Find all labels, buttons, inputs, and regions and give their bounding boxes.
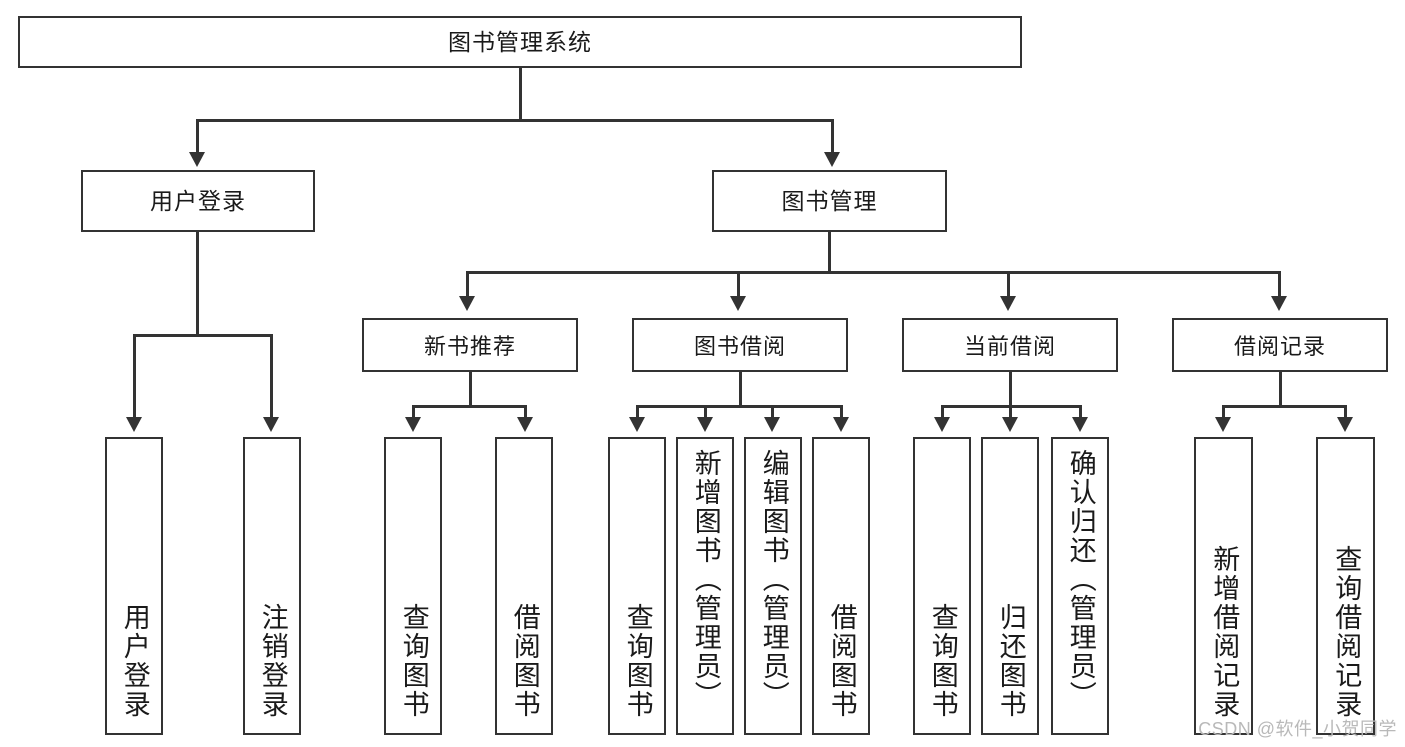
arrowhead-to-leaf-add-book	[697, 417, 713, 432]
arrowhead-to-leaf-edit-book	[764, 417, 780, 432]
connector-book-manage-drop-4	[1278, 271, 1281, 297]
node-leaf-query-book-3[interactable]: 查询图书	[913, 437, 971, 735]
node-label: 图书管理	[781, 187, 878, 214]
node-leaf-query-record[interactable]: 查询借阅记录	[1316, 437, 1375, 735]
node-label: 借阅记录	[1233, 334, 1326, 359]
connector-borrow-record-drop-1	[1222, 405, 1225, 418]
arrowhead-to-leaf-query-record	[1337, 417, 1353, 432]
node-label: 图书借阅	[693, 334, 786, 359]
connector-user-login-drop-2	[270, 334, 273, 418]
arrowhead-to-leaf-add-record	[1215, 417, 1231, 432]
arrowhead-to-leaf-borrow-book-1	[517, 417, 533, 432]
arrowhead-to-leaf-user-login	[126, 417, 142, 432]
connector-book-manage-stem	[828, 232, 831, 272]
node-label: 编辑图书（管理员）	[758, 449, 789, 710]
node-label: 查询图书	[927, 603, 958, 719]
arrowhead-to-borrow-record	[1271, 296, 1287, 311]
connector-new-book-stem	[469, 372, 472, 406]
connector-current-borrow-drop-2	[1009, 405, 1012, 418]
node-label: 查询借阅记录	[1331, 545, 1362, 719]
node-current-borrow[interactable]: 当前借阅	[902, 318, 1118, 372]
node-label: 查询图书	[398, 603, 429, 719]
arrowhead-to-leaf-user-logout	[263, 417, 279, 432]
node-leaf-return-book[interactable]: 归还图书	[981, 437, 1039, 735]
arrowhead-to-leaf-borrow-book-2	[833, 417, 849, 432]
arrowhead-to-user-login	[189, 152, 205, 167]
connector-root-drop-right	[831, 119, 834, 153]
connector-root-bus	[196, 119, 833, 122]
connector-new-book-bus	[412, 405, 526, 408]
connector-user-login-drop-1	[133, 334, 136, 418]
connector-book-manage-drop-3	[1007, 271, 1010, 297]
arrowhead-to-book-manage	[824, 152, 840, 167]
arrowhead-to-leaf-query-book-1	[405, 417, 421, 432]
node-label: 借阅图书	[509, 603, 540, 719]
connector-book-borrow-drop-1	[636, 405, 639, 418]
node-leaf-user-logout[interactable]: 注销登录	[243, 437, 301, 735]
node-leaf-add-record[interactable]: 新增借阅记录	[1194, 437, 1253, 735]
node-label: 归还图书	[995, 603, 1026, 719]
node-label: 新增图书（管理员）	[690, 449, 721, 710]
connector-new-book-drop-1	[412, 405, 415, 418]
arrowhead-to-leaf-return-book	[1002, 417, 1018, 432]
connector-book-borrow-drop-3	[771, 405, 774, 418]
node-label: 确认归还（管理员）	[1065, 449, 1096, 710]
node-leaf-borrow-book-1[interactable]: 借阅图书	[495, 437, 553, 735]
node-root-book-management-system[interactable]: 图书管理系统	[18, 16, 1022, 68]
node-label: 当前借阅	[963, 334, 1056, 359]
arrowhead-to-leaf-confirm-return	[1072, 417, 1088, 432]
arrowhead-to-new-book-recommend	[459, 296, 475, 311]
connector-current-borrow-stem	[1009, 372, 1012, 406]
node-label: 新增借阅记录	[1209, 545, 1240, 719]
node-label: 图书管理系统	[448, 28, 592, 55]
node-leaf-edit-book[interactable]: 编辑图书（管理员）	[744, 437, 802, 735]
node-leaf-query-book-1[interactable]: 查询图书	[384, 437, 442, 735]
connector-book-manage-bus	[466, 271, 1280, 274]
node-label: 查询图书	[622, 603, 653, 719]
node-leaf-user-login[interactable]: 用户登录	[105, 437, 163, 735]
connector-root-stem	[519, 68, 522, 119]
connector-user-login-stem	[196, 232, 199, 335]
connector-root-drop-left	[196, 119, 199, 153]
connector-borrow-record-bus	[1222, 405, 1346, 408]
node-leaf-borrow-book-2[interactable]: 借阅图书	[812, 437, 870, 735]
connector-current-borrow-drop-1	[941, 405, 944, 418]
node-leaf-confirm-return[interactable]: 确认归还（管理员）	[1051, 437, 1109, 735]
connector-book-borrow-drop-2	[704, 405, 707, 418]
connector-book-manage-drop-1	[466, 271, 469, 297]
connector-user-login-bus	[133, 334, 270, 337]
arrowhead-to-current-borrow	[1000, 296, 1016, 311]
connector-book-manage-drop-2	[737, 271, 740, 297]
connector-book-borrow-bus	[636, 405, 842, 408]
node-label: 用户登录	[119, 603, 150, 719]
node-new-book-recommend[interactable]: 新书推荐	[362, 318, 578, 372]
arrowhead-to-book-borrow	[730, 296, 746, 311]
connector-borrow-record-stem	[1279, 372, 1282, 406]
node-label: 用户登录	[150, 187, 246, 214]
node-user-login[interactable]: 用户登录	[81, 170, 315, 232]
arrowhead-to-leaf-query-book-2	[629, 417, 645, 432]
node-label: 注销登录	[257, 603, 288, 719]
node-borrow-record[interactable]: 借阅记录	[1172, 318, 1388, 372]
connector-book-borrow-drop-4	[840, 405, 843, 418]
node-leaf-add-book[interactable]: 新增图书（管理员）	[676, 437, 734, 735]
node-leaf-query-book-2[interactable]: 查询图书	[608, 437, 666, 735]
node-label: 新书推荐	[423, 334, 516, 359]
connector-new-book-drop-2	[524, 405, 527, 418]
node-book-borrow[interactable]: 图书借阅	[632, 318, 848, 372]
connector-book-borrow-stem	[739, 372, 742, 406]
node-label: 借阅图书	[826, 603, 857, 719]
connector-borrow-record-drop-2	[1344, 405, 1347, 418]
connector-current-borrow-drop-3	[1079, 405, 1082, 418]
arrowhead-to-leaf-query-book-3	[934, 417, 950, 432]
node-book-manage[interactable]: 图书管理	[712, 170, 947, 232]
